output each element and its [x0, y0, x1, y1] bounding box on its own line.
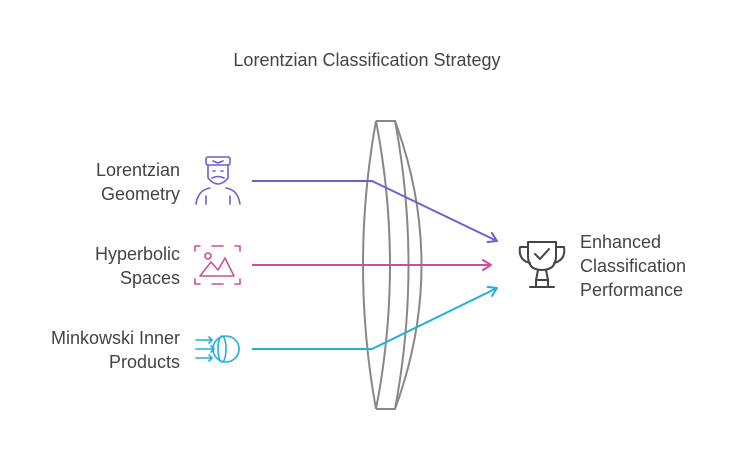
label-line: Minkowski Inner	[50, 328, 180, 348]
image-landscape-icon	[194, 245, 241, 285]
label-line: Hyperbolic	[94, 244, 180, 264]
lens-focus-icon	[195, 335, 240, 363]
label-line: Classification	[580, 256, 687, 276]
outcome-label: Enhanced Classification Performance	[580, 230, 730, 302]
label-line: Lorentzian	[95, 160, 180, 180]
scholar-icon	[195, 156, 241, 205]
label-line: Products	[108, 352, 180, 372]
input-label-lorentzian-geometry: Lorentzian Geometry	[0, 158, 180, 206]
trophy-check-icon	[518, 241, 566, 288]
input-label-hyperbolic-spaces: Hyperbolic Spaces	[0, 242, 180, 290]
label-line: Enhanced	[580, 232, 662, 252]
arrow-minkowski	[252, 286, 498, 350]
diagram-title: Lorentzian Classification Strategy	[233, 50, 501, 70]
label-line: Geometry	[100, 184, 180, 204]
input-label-minkowski-inner-products: Minkowski Inner Products	[0, 326, 180, 374]
label-line: Spaces	[119, 268, 180, 288]
arrow-lorentzian	[252, 180, 498, 244]
label-line: Performance	[580, 280, 684, 300]
